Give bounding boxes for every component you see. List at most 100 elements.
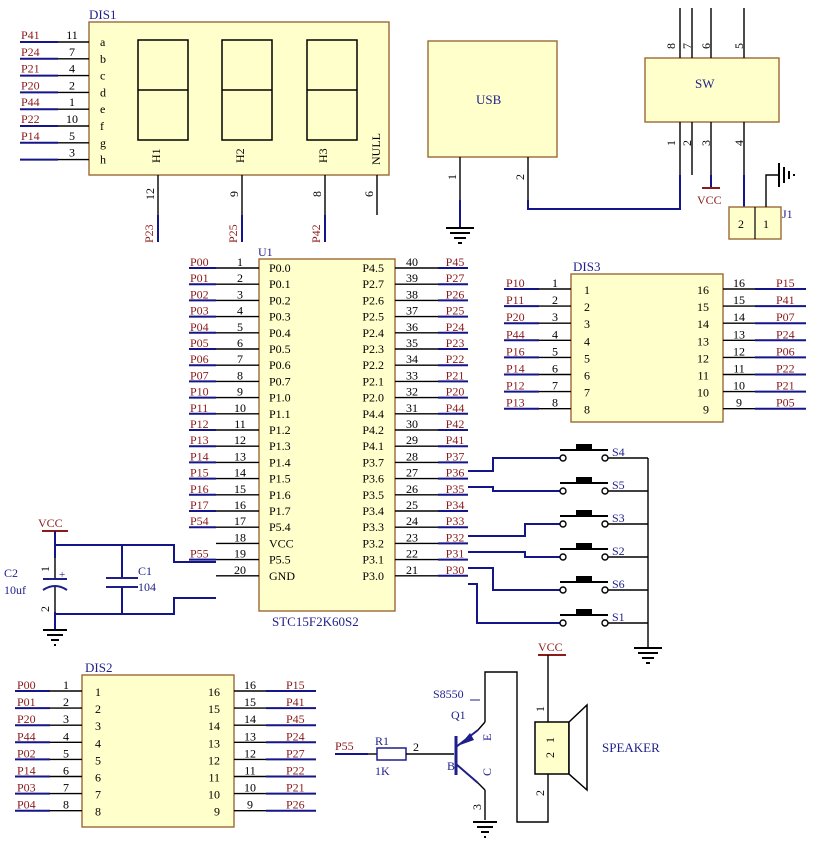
dis1-pin-2: 2 [69,78,75,92]
sw-pin-5: 5 [732,43,746,49]
c2-pin-2: 2 [38,606,52,612]
u1-pin-4: 4 [237,304,243,318]
sw-body [644,57,780,123]
dis1-net-p41: P41 [21,28,40,42]
u1-net-p22: P22 [446,352,465,366]
dis2-net-right-p24: P24 [286,729,305,743]
u1-pin-36: 36 [406,320,418,334]
u1-pin-30: 30 [406,417,418,431]
u1-net-p34: P34 [446,498,465,512]
dis3-pin-name-4: 4 [584,334,590,348]
dis3-pin-name-14: 14 [697,317,709,331]
sw-label: SW [695,76,715,91]
dis1-segment-g: g [100,136,106,150]
dis1-net-p44: P44 [21,95,40,109]
dis2-net-left-p14: P14 [17,764,36,778]
dis1-segment-h: h [100,153,106,167]
sw-vcc-label: VCC [697,193,722,207]
c2-value: 10uf [4,583,26,597]
u1-pin-name-p0-2: P0.2 [269,293,291,307]
speaker-driver: P55 R1 1K 2 S8550 Q1 B E C 3 [335,640,660,838]
c2-capacitor: + [42,558,68,612]
u1-pin-39: 39 [406,271,418,285]
cap-ground-symbol [43,629,67,646]
u1-pin-name-p0-6: P0.6 [269,358,291,372]
dis1-segment-e: e [100,102,105,116]
dis3-pin-name-3: 3 [584,317,590,331]
dis1-pin-12: 12 [143,188,157,200]
c1-capacitor [106,577,138,588]
dis2-pin-name-4: 4 [95,736,101,750]
dis2-pin-8: 8 [63,798,69,812]
u1-pin-name-p4-1: P4.1 [362,439,384,453]
u1-pin-15: 15 [234,482,246,496]
dis1-net-p22: P22 [21,112,40,126]
dis2-pin-name-6: 6 [95,771,101,785]
j1-pin-2: 2 [738,217,744,231]
usb-ground-symbol [446,227,474,244]
u1-net-p36: P36 [446,466,465,480]
u1-net-p11: P11 [190,401,208,415]
u1-pin-22: 22 [406,547,418,561]
u1-net-p21: P21 [446,368,465,382]
dis2-ref: DIS2 [85,660,112,675]
dis3-pin-name-13: 13 [697,334,709,348]
dis1-pin-10: 10 [66,112,78,126]
u1-net-p01: P01 [190,271,209,285]
dis3-pin-12: 12 [733,344,745,358]
u1-net-p45: P45 [446,255,465,269]
u1-net-p05: P05 [190,336,209,350]
spk-pin-1: 1 [533,706,547,712]
u1-net-p07: P07 [190,368,209,382]
u1-net-p06: P06 [190,352,209,366]
dis2-net-right-p45: P45 [286,712,305,726]
u1-pin-28: 28 [406,449,418,463]
dis3-pin-1: 1 [552,276,558,290]
dis2-net-right-p27: P27 [286,746,305,760]
dis2-pin-2: 2 [63,695,69,709]
u1-pin-17: 17 [234,514,246,528]
sw-pin-2: 2 [680,140,694,146]
u1-pin-5: 5 [237,320,243,334]
u1-pin-23: 23 [406,530,418,544]
dis2-pin-10: 10 [244,781,256,795]
dis2-pin-name-14: 14 [208,719,220,733]
dis1-net-p21: P21 [21,62,40,76]
dis1-segment-d: d [100,85,106,99]
dis1-net-p23: P23 [142,224,156,243]
u1-pin-6: 6 [237,336,243,350]
switch-label-s2: S2 [612,544,625,558]
u1-pin-29: 29 [406,433,418,447]
u1-net-p13: P13 [190,433,209,447]
spk-inner-2: 2 [543,752,557,758]
usb-connector: USB 1 2 [427,40,681,244]
dis3-net-right-p41: P41 [776,293,795,307]
u1-part: STC15F2K60S2 [272,614,359,629]
r1-resistor [376,747,407,761]
dis2-pin-name-5: 5 [95,753,101,767]
q1-emitter-label: E [480,734,494,741]
q1-transistor [454,721,486,791]
dis1-digit-3 [306,39,358,141]
r1-net-p55: P55 [335,739,354,753]
u1-pin-12: 12 [234,433,246,447]
dis3-pin-name-2: 2 [584,300,590,314]
u1-net-p54: P54 [190,514,209,528]
dis3-pin-10: 10 [733,379,745,393]
u1-pin-name-p1-7: P1.7 [269,504,291,518]
dis1-pin-7: 7 [69,45,75,59]
dis3-pin-name-15: 15 [697,300,709,314]
j1-pin-1: 1 [763,217,769,231]
u1-pin-37: 37 [406,304,418,318]
u1-pin-name-p0-0: P0.0 [269,261,291,275]
q1-pin-3: 3 [470,804,484,810]
dis3-body [570,273,724,423]
u1-pin-33: 33 [406,368,418,382]
u1-net-p33: P33 [446,514,465,528]
dis1-pin-6: 6 [362,191,376,197]
dis1-net-p25: P25 [226,224,240,243]
dis2-pin-13: 13 [244,729,256,743]
u1-pin-name-p2-3: P2.3 [362,342,384,356]
u1-pin-name-p5-4: P5.4 [269,520,291,534]
